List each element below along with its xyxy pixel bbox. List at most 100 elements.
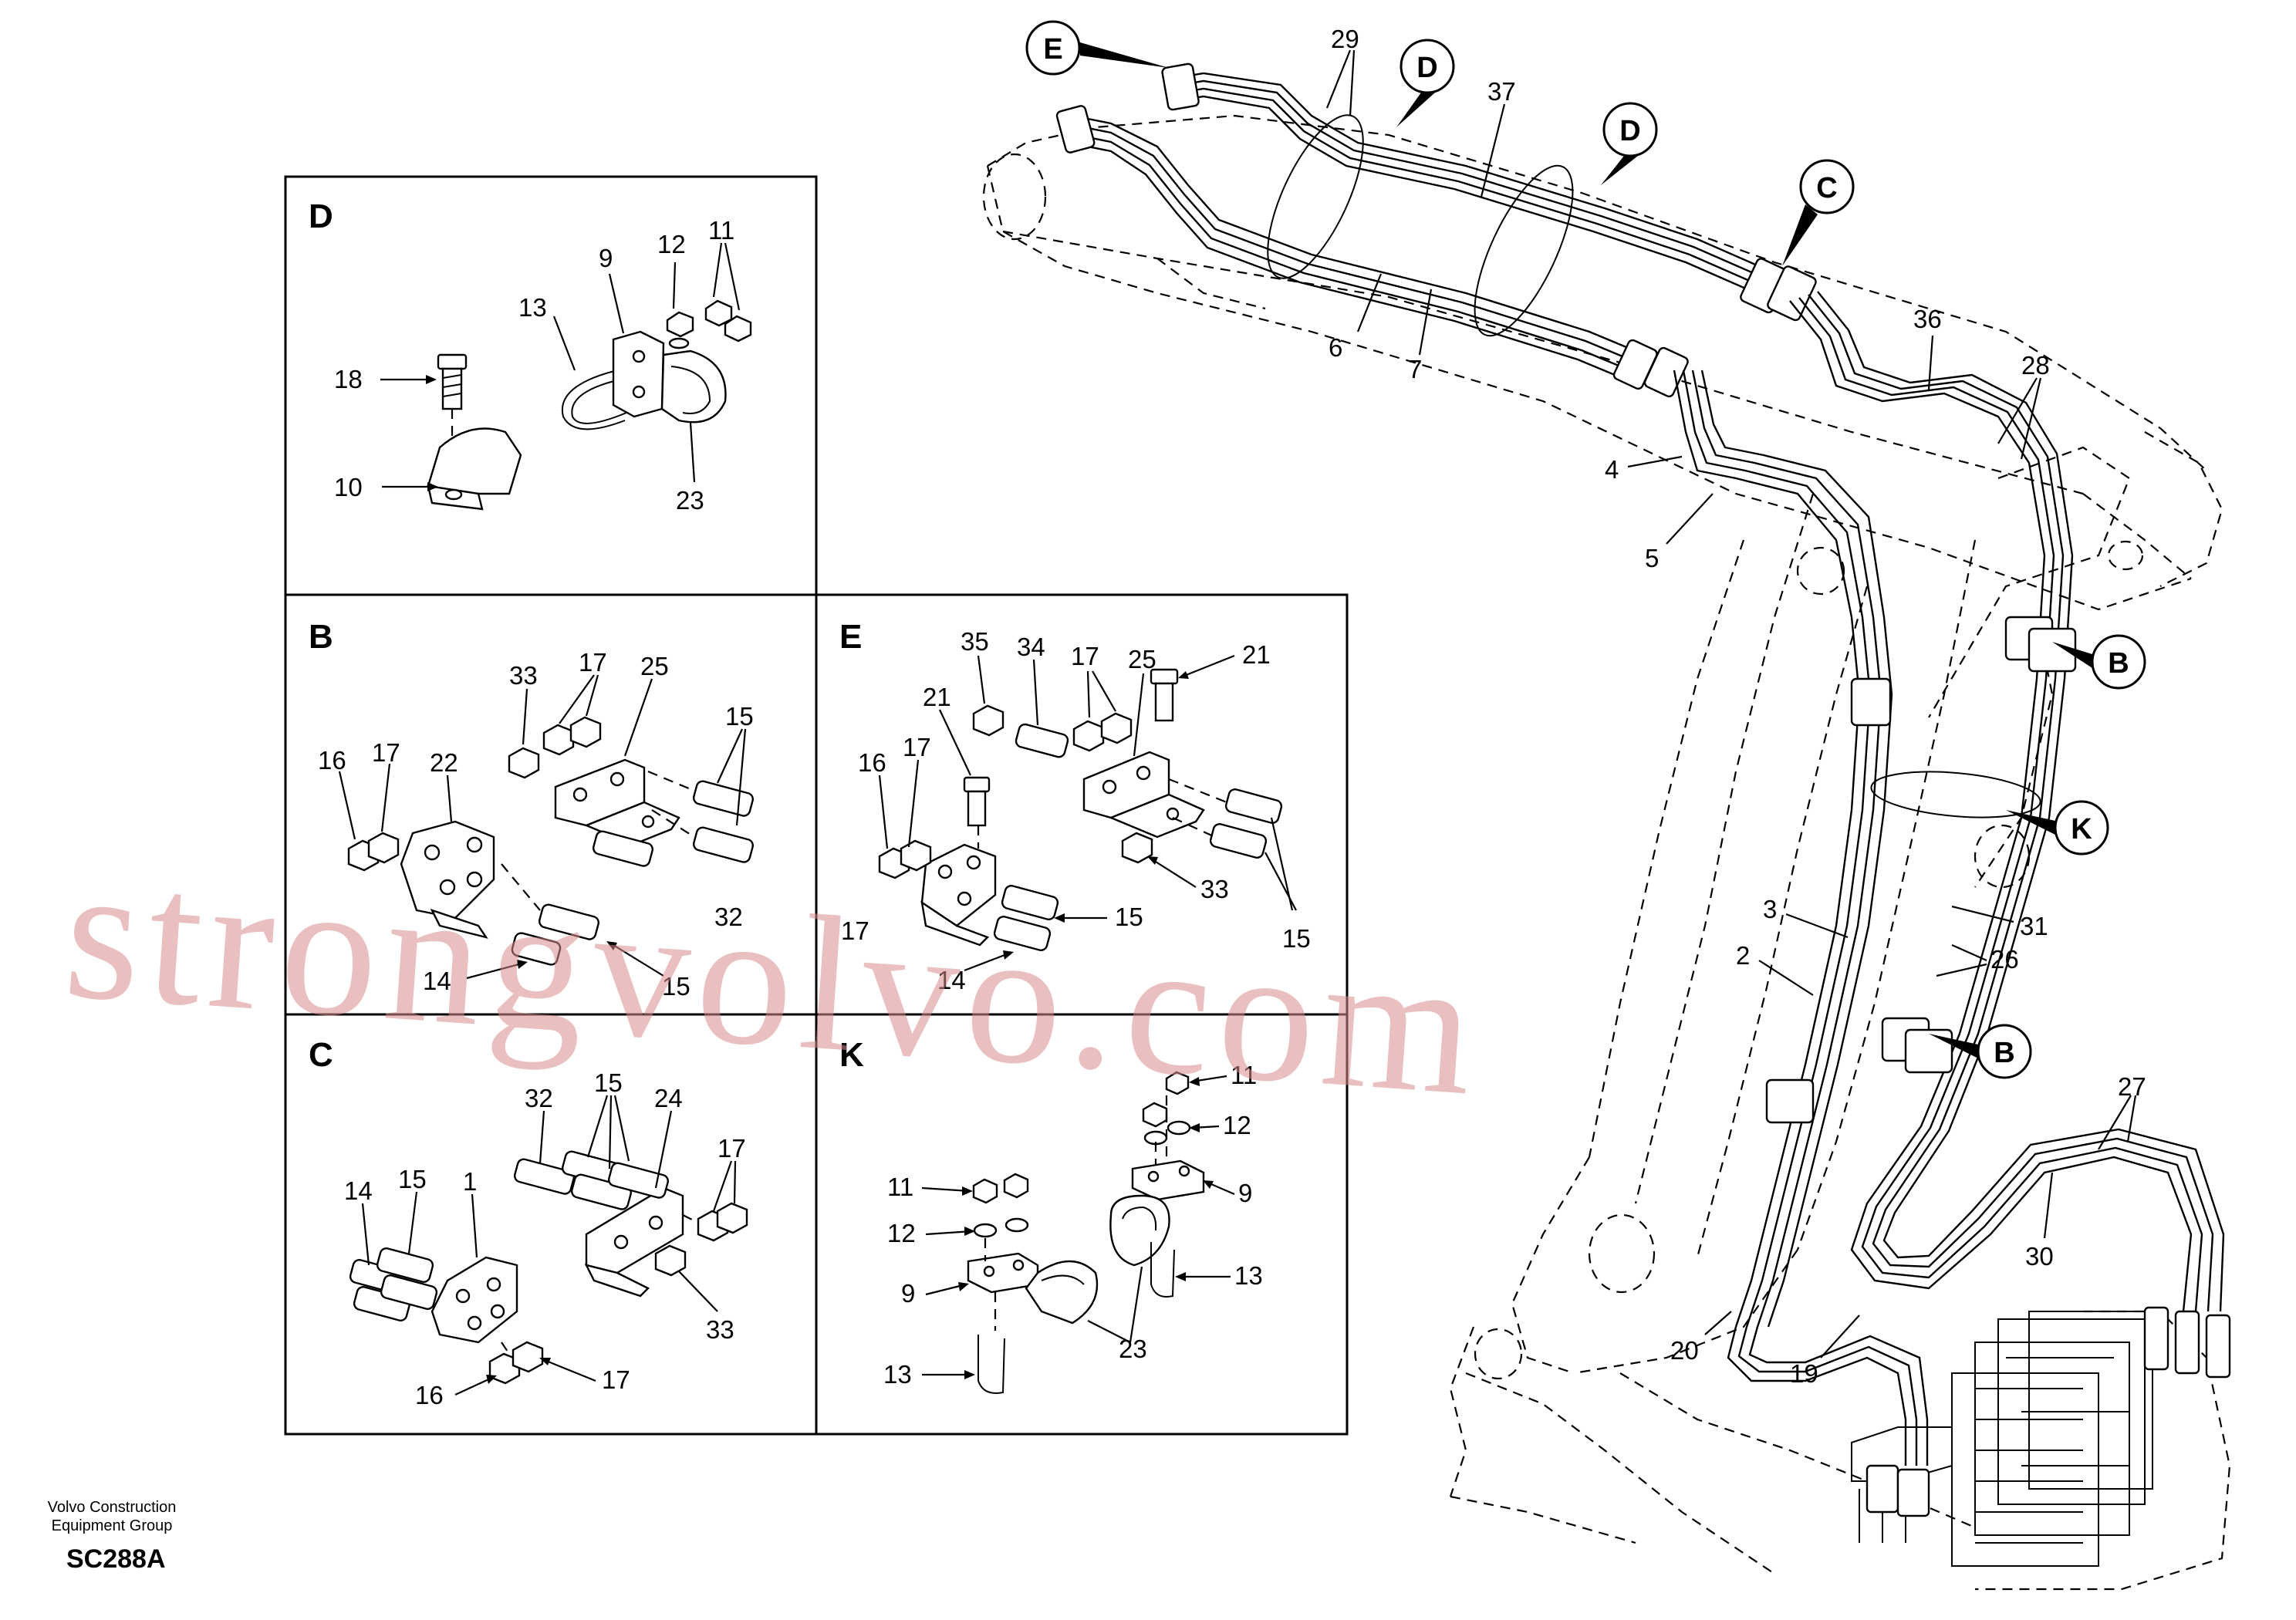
label-27: 27 [2118,1072,2146,1101]
panel-c-label-15-top: 15 [594,1068,623,1097]
panel-d-label-13: 13 [518,293,547,322]
panel-e-label-35: 35 [961,627,989,656]
panel-b-label-17-top: 17 [579,648,607,677]
label-26: 26 [1990,945,2019,974]
panel-b-label-15-top: 15 [725,702,754,731]
callout-d-1[interactable]: D [1396,39,1455,127]
arm-hoses-left [1673,370,2041,1328]
panel-e-label-17-top: 17 [1071,642,1099,670]
lower-hoses [1727,1326,1930,1517]
label-37: 37 [1487,77,1516,106]
panel-e-label-33: 33 [1200,875,1229,903]
panel-e-label-34: 34 [1017,633,1045,661]
boom-arm-outline [982,114,2223,1574]
label-4: 4 [1605,455,1619,484]
panel-e-label-17-bottom: 17 [841,916,869,945]
panel-k-label-13-right: 13 [1234,1261,1263,1290]
detail-panels [284,175,1349,1436]
panel-k-label-12-left: 12 [887,1219,916,1247]
panel-b-label-15-bottom: 15 [662,972,690,1001]
panel-b-title: B [309,618,333,656]
main-view-labels: 29 37 6 7 36 28 4 5 3 2 31 26 [1325,25,2146,1388]
callout-k[interactable]: K [2006,800,2109,856]
panel-e-label-15-mid: 15 [1115,903,1143,931]
panel-d-title: D [309,197,333,235]
label-6: 6 [1329,333,1342,362]
panel-e-label-15-right: 15 [1282,924,1311,953]
callout-e[interactable]: E [1025,20,1169,76]
label-3: 3 [1763,895,1777,923]
label-29: 29 [1331,25,1359,53]
label-19: 19 [1790,1359,1818,1388]
panel-b-label-22: 22 [430,748,458,777]
label-7: 7 [1408,355,1422,383]
panel-b-label-33: 33 [509,661,538,690]
callout-b-1[interactable]: B [2052,634,2146,690]
panel-k-label-13-left: 13 [883,1360,912,1389]
panel-b-label-14: 14 [423,967,451,995]
callout-b-2-letter: B [1994,1037,2014,1069]
panel-d-label-11: 11 [708,216,734,245]
panel-e-label-16: 16 [858,748,886,777]
panel-b-label-17-left: 17 [372,738,400,767]
panel-c-title: C [309,1036,333,1074]
panel-b-label-25: 25 [640,652,669,680]
callout-d-2-letter: D [1619,115,1640,147]
drawing-code: SC288A [66,1544,166,1574]
callout-c[interactable]: C [1782,159,1855,266]
panel-e-title: E [839,618,862,656]
panel-c-label-17-right: 17 [718,1134,746,1163]
callout-e-letter: E [1043,33,1062,66]
upper-hose-bundle [1055,62,1817,398]
arm-hoses-right [1789,291,2231,1379]
callout-k-letter: K [2071,813,2092,845]
watermark: strongvolvo.com [59,825,1487,1136]
panel-d-label-12: 12 [657,230,686,258]
panel-e-label-17-left: 17 [903,733,931,761]
panel-d-label-10: 10 [334,473,363,501]
panel-k-label-11-left: 11 [887,1173,913,1201]
panel-c-label-24: 24 [654,1084,683,1112]
panel-c-label-32: 32 [525,1084,553,1112]
panel-c-label-16: 16 [415,1381,444,1409]
panel-k-label-9-top: 9 [1238,1179,1252,1207]
panel-k-label-12-top: 12 [1223,1111,1251,1139]
panel-b-label-32: 32 [714,903,743,931]
panel-b-label-16: 16 [318,746,346,775]
detail-panel-b: B [309,618,754,1001]
callout-d-2[interactable]: D [1601,102,1658,185]
label-31: 31 [2020,912,2048,940]
label-30: 30 [2025,1242,2054,1271]
panel-c-label-33: 33 [706,1315,734,1344]
panel-k-label-11-top: 11 [1231,1061,1257,1089]
label-5: 5 [1645,544,1659,572]
callout-b-2[interactable]: B [1929,1024,2032,1079]
company-name: Volvo Construction Equipment Group [31,1498,193,1535]
callout-b-1-letter: B [2108,647,2129,680]
panel-d-label-23: 23 [676,486,704,515]
detail-panel-d: D 12 11 9 [309,197,752,515]
company-name-line1: Volvo Construction [47,1499,177,1516]
panel-k-label-23: 23 [1119,1335,1147,1363]
label-2: 2 [1736,941,1750,970]
excavator-main-view: 29 37 6 7 36 28 4 5 3 2 31 26 [982,20,2231,1591]
panel-c-label-17-bottom: 17 [602,1365,630,1394]
callout-c-letter: C [1816,172,1837,204]
label-20: 20 [1670,1336,1699,1365]
panel-c-label-14: 14 [344,1176,373,1205]
label-36: 36 [1913,305,1942,333]
panel-k-label-9-left: 9 [901,1279,915,1308]
detail-panel-c: C [309,1036,748,1409]
panel-e-label-21-top: 21 [1242,640,1271,669]
company-name-line2: Equipment Group [51,1517,173,1534]
detail-panel-e: E [839,618,1311,994]
detail-panel-k: K [839,1036,1263,1394]
panel-c-label-15-left: 15 [398,1165,427,1193]
panel-e-label-14: 14 [937,966,966,994]
panel-k-title: K [839,1036,864,1074]
callout-d-1-letter: D [1416,52,1437,84]
panel-e-label-21-mid: 21 [923,683,951,711]
label-28: 28 [2021,351,2050,380]
panel-d-label-18: 18 [334,365,363,393]
